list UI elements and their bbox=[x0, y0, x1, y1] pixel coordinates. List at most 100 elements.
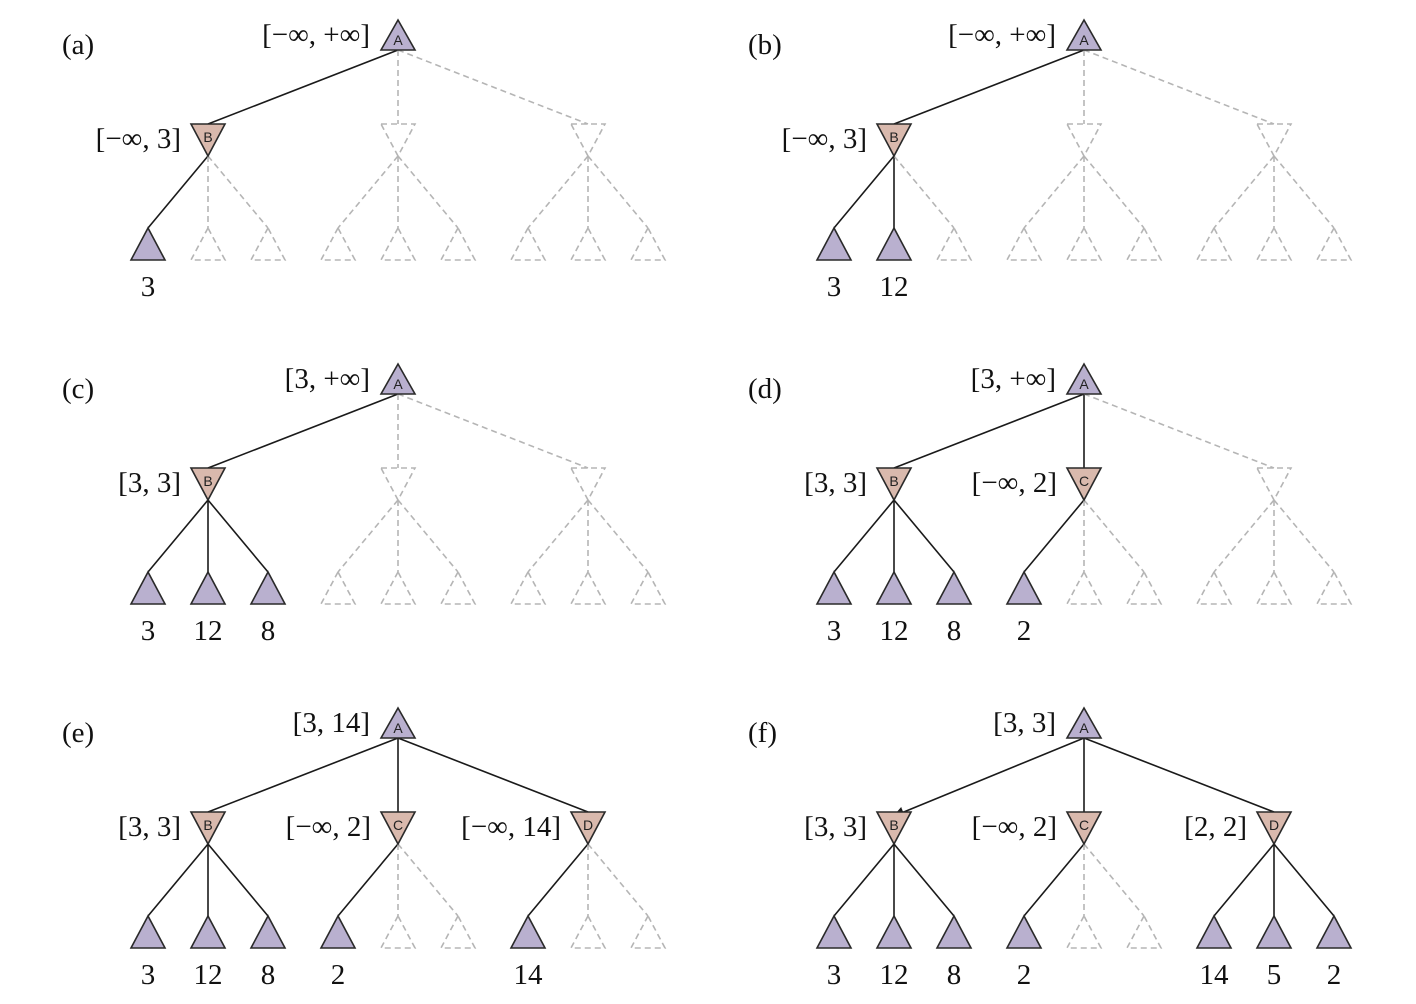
tree-edge bbox=[207, 393, 399, 469]
tree-edge bbox=[207, 499, 269, 573]
node-letter: B bbox=[203, 473, 212, 489]
pruned-edge bbox=[1083, 49, 1275, 125]
min-bound-label: [3, 3] bbox=[118, 811, 181, 843]
leaf-node bbox=[875, 570, 913, 605]
max-node-root bbox=[1065, 18, 1103, 51]
pruned-leaf-node bbox=[1065, 226, 1103, 261]
tree-edge bbox=[1023, 499, 1085, 573]
leaf-value: 12 bbox=[880, 959, 909, 991]
pruned-edge bbox=[1273, 155, 1335, 229]
leaf-value: 2 bbox=[1327, 959, 1342, 991]
leaf-node bbox=[189, 570, 227, 605]
leaf-value: 3 bbox=[827, 615, 842, 647]
leaf-node bbox=[815, 226, 853, 261]
pruned-leaf-node bbox=[379, 226, 417, 261]
min-bound-label: [−∞, 2] bbox=[972, 467, 1057, 499]
root-bound-label: [3, 14] bbox=[293, 707, 370, 739]
min-bound-label: [−∞, 14] bbox=[461, 811, 561, 843]
pruned-leaf-node bbox=[379, 914, 417, 949]
leaf-value: 8 bbox=[947, 959, 962, 991]
node-letter: A bbox=[1079, 720, 1089, 736]
pruned-leaf-node bbox=[1255, 570, 1293, 605]
leaf-value: 2 bbox=[331, 959, 346, 991]
pruned-leaf-node bbox=[629, 226, 667, 261]
pruned-edge bbox=[1213, 155, 1275, 229]
pruned-leaf-node bbox=[1125, 570, 1163, 605]
tree-edge bbox=[893, 499, 955, 573]
leaf-node bbox=[1315, 914, 1353, 949]
tree-edge bbox=[397, 737, 589, 813]
leaf-node bbox=[189, 914, 227, 949]
pruned-leaf-node bbox=[509, 570, 547, 605]
pruned-leaf-node bbox=[379, 570, 417, 605]
pruned-edge bbox=[337, 155, 399, 229]
panel-label: (c) bbox=[62, 373, 94, 405]
node-letter: C bbox=[1079, 817, 1089, 833]
max-node-root bbox=[379, 362, 417, 395]
tree-edge bbox=[527, 843, 589, 917]
min-bound-label: [−∞, 3] bbox=[96, 123, 181, 155]
min-bound-label: [−∞, 3] bbox=[782, 123, 867, 155]
node-letter: A bbox=[393, 376, 403, 392]
pruned-edge bbox=[397, 499, 459, 573]
min-node bbox=[189, 811, 227, 846]
root-bound-label: [−∞, +∞] bbox=[948, 19, 1056, 51]
tree-edge bbox=[833, 843, 895, 917]
min-bound-label: [3, 3] bbox=[804, 467, 867, 499]
tree-edge bbox=[337, 843, 399, 917]
tree-edge bbox=[893, 393, 1085, 469]
pruned-edge bbox=[207, 155, 269, 229]
max-node-root bbox=[379, 706, 417, 739]
leaf-value: 3 bbox=[827, 271, 842, 303]
tree-edge bbox=[147, 499, 209, 573]
leaf-value: 3 bbox=[141, 615, 156, 647]
pruned-leaf-node bbox=[249, 226, 287, 261]
tree-edge bbox=[147, 155, 209, 229]
leaf-value: 14 bbox=[514, 959, 544, 991]
min-bound-label: [−∞, 2] bbox=[286, 811, 371, 843]
leaf-node bbox=[815, 914, 853, 949]
tree-edge bbox=[207, 49, 399, 125]
pruned-edge bbox=[527, 499, 589, 573]
tree-panel: (a)A[−∞, +∞]B[−∞, 3]3 bbox=[62, 18, 667, 303]
leaf-value: 12 bbox=[880, 615, 909, 647]
leaf-value: 2 bbox=[1017, 959, 1032, 991]
node-letter: D bbox=[583, 817, 593, 833]
tree-edge bbox=[892, 737, 1085, 818]
pruned-edge bbox=[587, 155, 649, 229]
pruned-edge bbox=[1083, 393, 1275, 469]
min-node bbox=[379, 811, 417, 846]
pruned-leaf-node bbox=[1125, 226, 1163, 261]
pruned-edge bbox=[397, 49, 589, 125]
tree-edge bbox=[1083, 737, 1275, 813]
pruned-leaf-node bbox=[319, 570, 357, 605]
pruned-edge bbox=[397, 843, 459, 917]
min-bound-label: [−∞, 2] bbox=[972, 811, 1057, 843]
leaf-node bbox=[1005, 914, 1043, 949]
pruned-leaf-node bbox=[629, 914, 667, 949]
tree-edge bbox=[1023, 843, 1085, 917]
pruned-leaf-node bbox=[319, 226, 357, 261]
pruned-edge bbox=[337, 499, 399, 573]
leaf-node bbox=[319, 914, 357, 949]
min-node bbox=[875, 123, 913, 158]
min-node bbox=[1065, 467, 1103, 502]
pruned-leaf-node bbox=[189, 226, 227, 261]
leaf-node bbox=[249, 570, 287, 605]
pruned-leaf-node bbox=[569, 570, 607, 605]
leaf-value: 8 bbox=[261, 959, 276, 991]
leaf-node bbox=[935, 570, 973, 605]
leaf-value: 3 bbox=[141, 271, 156, 303]
leaf-node bbox=[129, 226, 167, 261]
leaf-value: 5 bbox=[1267, 959, 1282, 991]
pruned-min-node bbox=[1255, 123, 1293, 158]
node-letter: C bbox=[393, 817, 403, 833]
pruned-leaf-node bbox=[1255, 226, 1293, 261]
min-node bbox=[569, 811, 607, 846]
pruned-min-node bbox=[379, 123, 417, 158]
leaf-node bbox=[875, 914, 913, 949]
pruned-min-node bbox=[569, 123, 607, 158]
panel-label: (f) bbox=[748, 717, 777, 749]
